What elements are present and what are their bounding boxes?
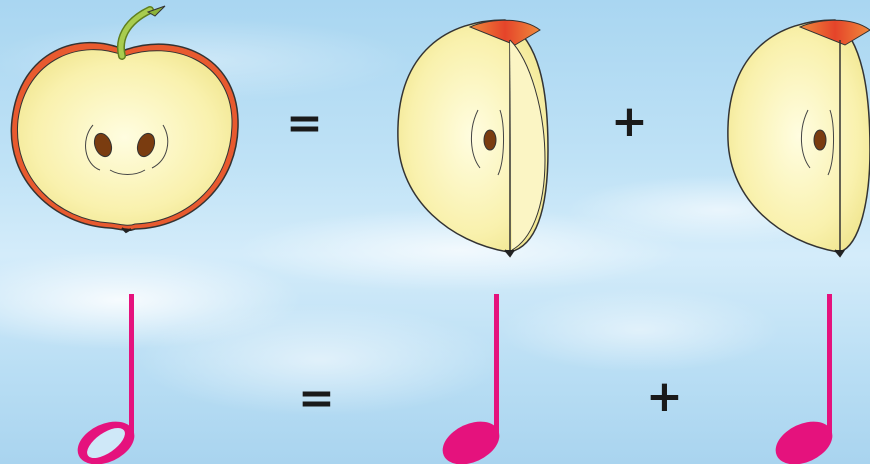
apple-quarter-icon [397, 19, 549, 258]
quarter-note-icon [775, 294, 833, 464]
quarter-note-icon [442, 294, 500, 464]
half-apple-cross-section-icon [10, 5, 239, 234]
plus-sign-top: + [611, 96, 648, 147]
equals-sign-bottom: = [298, 373, 335, 424]
apple-quarter-icon [727, 19, 870, 258]
plus-sign-bottom: + [646, 371, 683, 422]
half-note-icon [77, 294, 135, 464]
equals-sign-top: = [286, 98, 323, 149]
